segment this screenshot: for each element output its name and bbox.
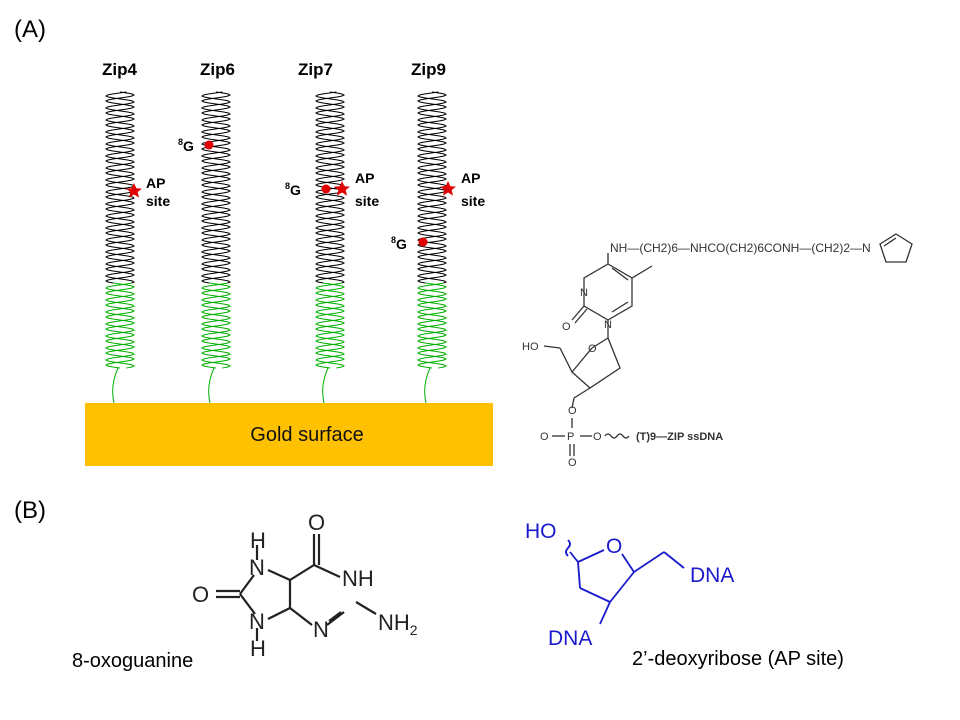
helix-strand-linker — [416, 282, 448, 369]
oxoguanine-structure — [216, 534, 377, 641]
deoxyribose-dna-bottom: DNA — [548, 627, 592, 650]
helix-zip9 — [416, 91, 448, 404]
oxo-o-top: O — [308, 510, 325, 535]
linker-ho: HO — [522, 341, 539, 353]
oxo-o-left: O — [192, 582, 209, 607]
helix-strand-dna — [416, 91, 448, 284]
ap-label-zip9: AP — [461, 170, 480, 186]
strand-label-zip9: Zip9 — [411, 60, 446, 79]
linker-tail-text: (T)9—ZIP ssDNA — [636, 431, 723, 443]
8g-label-zip7: 8G — [285, 181, 301, 198]
strand-label-zip6: Zip6 — [200, 60, 235, 79]
helix-strand-linker — [104, 282, 136, 369]
8g-dot-zip7 — [321, 184, 331, 194]
deoxyribose-ho: HO — [525, 520, 557, 543]
oxo-h-top: H — [250, 528, 266, 553]
helix-anchor-stem — [424, 367, 431, 404]
site-label-zip7: site — [355, 193, 379, 209]
linker-n2: N — [604, 319, 612, 331]
helix-strand-dna — [200, 91, 232, 284]
helix-strand-dna — [200, 91, 232, 284]
helix-zip4 — [104, 91, 136, 404]
helix-zip7 — [314, 91, 346, 404]
linker-phosphate-o3: O — [593, 431, 602, 443]
8g-label-zip9: 8G — [391, 235, 407, 252]
helix-zip6 — [200, 91, 232, 404]
helix-anchor-stem — [112, 367, 119, 404]
helix-anchor-stem — [322, 367, 329, 404]
helix-strand-dna — [416, 91, 448, 284]
linker-ring-o: O — [588, 343, 597, 355]
strand-label-zip7: Zip7 — [298, 60, 333, 79]
ap-site-star-zip7 — [334, 181, 350, 196]
helix-strand-linker — [200, 282, 232, 369]
oxo-h-bottom: H — [250, 636, 266, 661]
linker-structure — [543, 233, 913, 456]
ap-label-zip7: AP — [355, 170, 374, 186]
helix-strand-dna — [104, 91, 136, 284]
linker-phosphate-p: P — [567, 431, 574, 443]
ap-label-zip4: AP — [146, 175, 165, 191]
8g-dot-zip6 — [204, 140, 214, 150]
linker-phosphate-o1: O — [568, 405, 577, 417]
8g-dot-zip9 — [418, 237, 428, 247]
oxo-n-top: N — [249, 555, 265, 580]
site-label-zip4: site — [146, 193, 170, 209]
ap-site-star-zip9 — [440, 181, 456, 196]
linker-carbonyl-o: O — [562, 321, 571, 333]
panel-b-label: (B) — [14, 497, 46, 524]
linker-phosphate-o4: O — [568, 457, 577, 469]
helix-strand-dna — [104, 91, 136, 284]
strand-label-zip4: Zip4 — [102, 60, 137, 79]
deoxyribose-dna-right: DNA — [690, 564, 734, 587]
site-label-zip9: site — [461, 193, 485, 209]
gold-surface — [85, 403, 493, 466]
oxo-n-bottom: N — [249, 609, 265, 634]
helix-strand-linker — [314, 282, 346, 369]
linker-n1: N — [580, 287, 588, 299]
helix-strand-linker — [314, 282, 346, 369]
ap-site-star-zip4 — [126, 183, 142, 198]
oxoguanine-caption: 8-oxoguanine — [72, 650, 194, 672]
oxo-nh-ring: NH — [342, 566, 374, 591]
panel-a-label: (A) — [14, 16, 46, 43]
helix-anchor-stem — [208, 367, 215, 404]
helix-strand-linker — [200, 282, 232, 369]
helix-strand-linker — [104, 282, 136, 369]
oxo-nh2: NH2 — [378, 610, 418, 638]
linker-chain-text: NH—(CH2)6—NHCO(CH2)6CONH—(CH2)2—N — [610, 241, 871, 255]
deoxyribose-caption: 2’-deoxyribose (AP site) — [632, 648, 844, 670]
deoxyribose-o: O — [606, 535, 622, 558]
deoxyribose-structure — [565, 539, 685, 625]
8g-label-zip6: 8G — [178, 137, 194, 154]
helix-strand-linker — [416, 282, 448, 369]
linker-phosphate-o2: O — [540, 431, 549, 443]
gold-surface-label: Gold surface — [250, 424, 363, 446]
oxo-n-mid: N — [313, 617, 329, 642]
